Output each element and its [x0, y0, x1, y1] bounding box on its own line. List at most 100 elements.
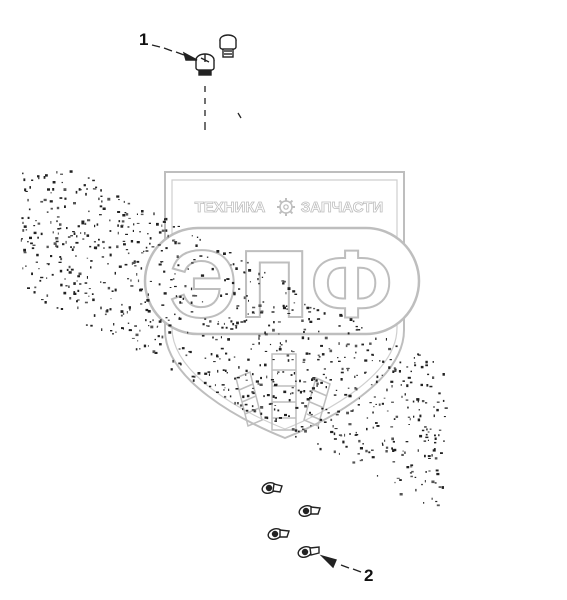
speckle: [366, 427, 368, 431]
leader-arrow-1: [151, 44, 198, 61]
speckle: [60, 257, 63, 261]
speckle: [224, 369, 227, 372]
speckle: [139, 329, 141, 332]
speckle: [59, 256, 62, 258]
speckle: [277, 371, 280, 373]
speckle: [364, 359, 368, 362]
speckle: [321, 407, 324, 410]
speckle: [122, 214, 126, 217]
speckle: [46, 245, 49, 249]
speckle: [121, 327, 124, 330]
speckle: [157, 244, 161, 246]
speckle: [236, 402, 239, 405]
speckle: [203, 381, 207, 385]
speckle: [160, 319, 162, 321]
speckle: [188, 351, 190, 353]
speckle: [103, 247, 105, 249]
speckle: [201, 334, 205, 337]
speckle: [144, 301, 146, 303]
speckle: [222, 369, 225, 371]
speckle: [136, 222, 140, 224]
speckle: [323, 368, 326, 370]
speckle: [165, 247, 168, 250]
speckle: [185, 354, 188, 357]
speckle: [64, 197, 67, 200]
speckle: [272, 381, 275, 383]
speckle: [45, 174, 48, 177]
speckle: [131, 337, 135, 339]
speckle: [56, 307, 59, 309]
speckle: [73, 232, 76, 235]
speckle: [176, 255, 179, 258]
speckle: [196, 236, 199, 238]
speckle: [230, 320, 233, 323]
speckle: [405, 399, 409, 401]
speckle: [139, 231, 141, 233]
speckle: [421, 429, 425, 432]
speckle: [22, 229, 25, 232]
speckle: [291, 428, 295, 431]
speckle: [246, 295, 248, 297]
bolt-part-1b: [219, 34, 237, 58]
speckle: [255, 380, 259, 383]
speckle: [127, 226, 130, 228]
speckle: [107, 263, 109, 265]
speckle: [340, 378, 343, 381]
watermark-columns: [235, 353, 331, 431]
speckle: [109, 219, 111, 222]
speckle: [325, 408, 328, 411]
speckle: [23, 178, 26, 182]
speckle: [426, 428, 428, 431]
speckle: [216, 391, 219, 393]
speckle: [223, 322, 225, 325]
speckle: [165, 317, 168, 319]
speckle: [39, 279, 42, 282]
speckle: [38, 177, 40, 180]
speckle: [84, 282, 88, 284]
speckle: [180, 363, 182, 366]
speckle: [238, 288, 241, 290]
speckle: [442, 399, 445, 402]
speckle: [297, 389, 300, 392]
speckle: [177, 242, 181, 245]
speckle: [310, 424, 312, 427]
speckle: [287, 359, 290, 362]
speckle: [358, 397, 360, 400]
speckle: [71, 248, 74, 251]
speckle: [424, 426, 427, 428]
speckle: [94, 224, 96, 228]
speckle: [274, 405, 277, 406]
speckle: [228, 252, 232, 254]
speckle: [55, 237, 59, 240]
speckle: [224, 395, 227, 398]
speckle: [215, 338, 218, 341]
speckle: [353, 357, 356, 359]
speckle: [125, 213, 129, 216]
speckle: [423, 440, 427, 442]
speckle: [376, 375, 379, 379]
speckle: [79, 283, 82, 285]
speckle: [364, 371, 367, 373]
speckle: [223, 389, 225, 391]
speckle: [298, 430, 300, 433]
speckle: [318, 356, 321, 358]
speckle: [29, 186, 31, 189]
speckle: [410, 370, 412, 373]
speckle: [417, 353, 420, 355]
speckle: [137, 279, 140, 283]
speckle: [398, 370, 401, 373]
speckle: [376, 425, 380, 427]
speckle: [204, 318, 207, 320]
speckle: [434, 437, 437, 440]
speckle: [161, 224, 163, 227]
speckle: [68, 265, 71, 269]
speckle: [114, 288, 117, 292]
speckle: [118, 265, 122, 268]
speckle: [225, 326, 228, 329]
speckle: [117, 224, 119, 227]
speckle: [208, 373, 210, 376]
speckle: [333, 432, 336, 436]
speckle: [406, 466, 410, 469]
speckle: [304, 303, 306, 306]
speckle: [441, 486, 444, 489]
